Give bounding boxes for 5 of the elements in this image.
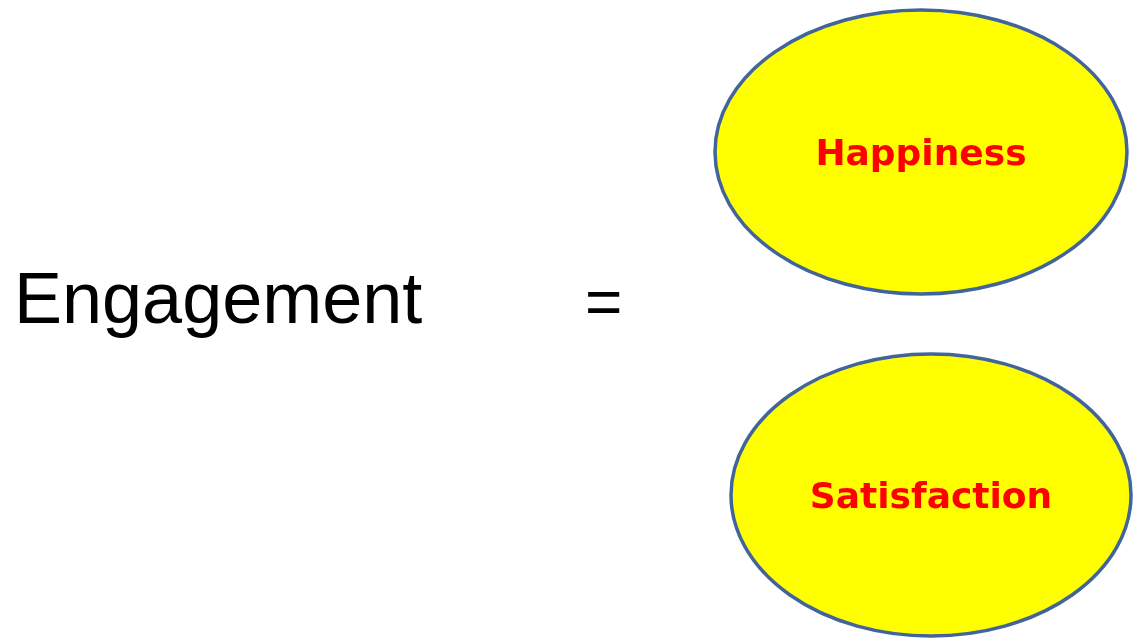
equals-sign: = (585, 270, 623, 334)
node-label: Happiness (815, 131, 1027, 173)
node-label: Satisfaction (809, 474, 1053, 516)
ellipse-node (713, 8, 1129, 296)
ellipse-node (729, 352, 1133, 638)
